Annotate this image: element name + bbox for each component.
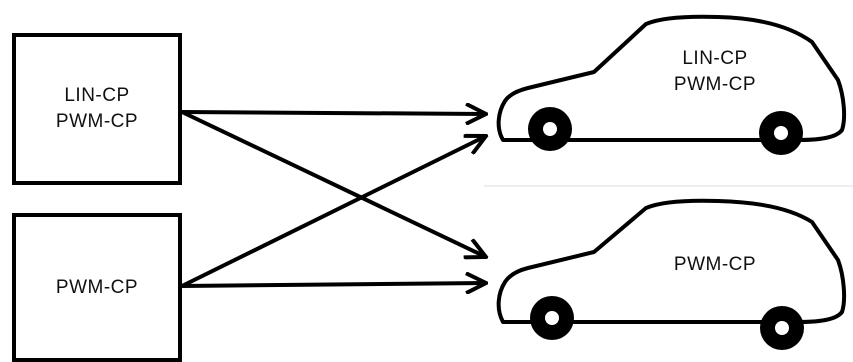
car-icon-top	[496, 14, 847, 155]
charger-top-label-1: LIN-CP	[64, 85, 130, 106]
car-icon-bottom	[496, 198, 847, 350]
car-bottom-label-1: PWM-CP	[673, 254, 757, 275]
car-top-labels: LIN-CP PWM-CP	[640, 46, 790, 98]
charger-bottom-label-1: PWM-CP	[55, 276, 139, 298]
charger-box-top: LIN-CP PWM-CP	[12, 33, 182, 185]
car-top-label-2: PWM-CP	[673, 74, 757, 95]
arrow-bottom-to-top-car	[181, 136, 486, 288]
arrow-top-to-top-car	[181, 112, 486, 114]
car-bottom-labels: PWM-CP	[640, 252, 790, 278]
charger-top-label-2: PWM-CP	[55, 111, 139, 132]
arrow-bottom-to-bottom-car	[181, 283, 486, 286]
arrow-top-to-bottom-car	[181, 110, 486, 257]
panel-divider	[484, 185, 853, 187]
car-body-top	[496, 14, 847, 142]
charger-box-bottom: PWM-CP	[12, 213, 182, 362]
car-top-label-1: LIN-CP	[682, 48, 748, 69]
